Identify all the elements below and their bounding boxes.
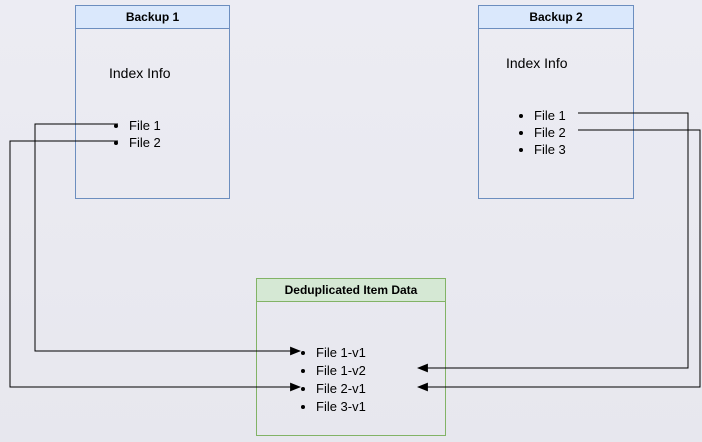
dedup-title: Deduplicated Item Data: [257, 279, 445, 302]
backup2-index-info-label: Index Info: [506, 55, 568, 71]
backup1-node: Backup 1 Index Info File 1 File 2: [75, 5, 230, 199]
backup2-title: Backup 2: [479, 6, 633, 29]
dedup-item: File 2-v1: [316, 380, 366, 398]
dedup-item: File 1-v1: [316, 344, 366, 362]
backup1-index-info-label: Index Info: [109, 65, 171, 81]
dedup-body: File 1-v1 File 1-v2 File 2-v1 File 3-v1: [257, 302, 445, 435]
backup2-node: Backup 2 Index Info File 1 File 2 File 3: [478, 5, 634, 199]
backup1-file-item: File 2: [129, 134, 161, 151]
backup1-file-item: File 1: [129, 117, 161, 134]
backup2-file-item: File 1: [534, 107, 566, 124]
backup1-title: Backup 1: [76, 6, 229, 29]
dedup-item-list: File 1-v1 File 1-v2 File 2-v1 File 3-v1: [301, 344, 366, 416]
backup2-file-item: File 2: [534, 124, 566, 141]
dedup-node: Deduplicated Item Data File 1-v1 File 1-…: [256, 278, 446, 436]
backup2-body: Index Info File 1 File 2 File 3: [479, 29, 633, 198]
dedup-item: File 3-v1: [316, 398, 366, 416]
backup1-body: Index Info File 1 File 2: [76, 29, 229, 198]
backup2-file-list: File 1 File 2 File 3: [519, 107, 566, 158]
backup1-file-list: File 1 File 2: [114, 117, 161, 151]
backup2-file-item: File 3: [534, 141, 566, 158]
dedup-item: File 1-v2: [316, 362, 366, 380]
